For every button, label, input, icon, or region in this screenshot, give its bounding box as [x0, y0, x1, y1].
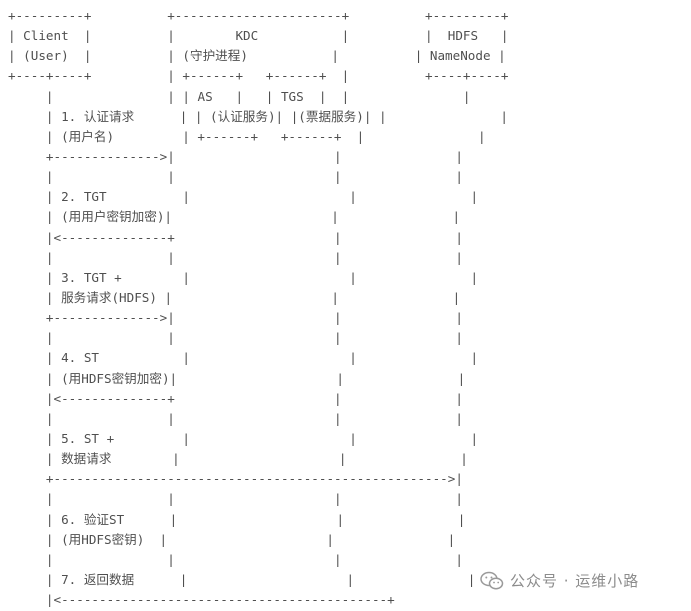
- wechat-icon: [480, 571, 504, 591]
- diagram-line: +-------------->| | |: [8, 310, 463, 326]
- diagram-line: | | | AS | | TGS | | |: [8, 88, 471, 104]
- diagram-line: | 5. ST + | | |: [8, 430, 479, 446]
- diagram-line: | (用HDFS密钥加密)| | |: [8, 370, 466, 386]
- diagram-line: | | | |: [8, 410, 463, 426]
- diagram-line: |<--------------------------------------…: [8, 592, 395, 608]
- diagram-line: | | | |: [8, 169, 463, 185]
- diagram-line: | 1. 认证请求 | | (认证服务)| |(票据服务)| | |: [8, 108, 508, 124]
- diagram-line: | 6. 验证ST | | |: [8, 511, 466, 527]
- diagram-line: | (用HDFS密钥) | | |: [8, 531, 456, 547]
- diagram-line: | | | |: [8, 491, 463, 507]
- diagram-line: | | | |: [8, 249, 463, 265]
- diagram-line: | 服务请求(HDFS) | | |: [8, 289, 461, 305]
- diagram-line: +---------+ +----------------------+ +--…: [8, 8, 509, 23]
- diagram-line: | (User) | | (守护进程) | | NameNode |: [8, 48, 506, 64]
- diagram-line: +-------------->| | |: [8, 148, 463, 164]
- diagram-line: | Client | | KDC | | HDFS |: [8, 28, 509, 44]
- diagram-line: +----+----+ | +------+ +------+ | +----+…: [8, 68, 509, 84]
- diagram-line: | 7. 返回数据 | | |: [8, 571, 476, 587]
- diagram-line: | | | |: [8, 551, 463, 567]
- diagram-line: +---------------------------------------…: [8, 471, 463, 487]
- diagram-line: | | | |: [8, 330, 463, 346]
- diagram-line: |<--------------+ | |: [8, 390, 463, 406]
- watermark: 公众号 · 运维小路: [480, 570, 639, 591]
- diagram-line: | 4. ST | | |: [8, 350, 479, 366]
- watermark-text: 公众号 · 运维小路: [510, 572, 640, 590]
- diagram-line: | 数据请求 | | |: [8, 451, 468, 467]
- diagram-line: |<--------------+ | |: [8, 229, 463, 245]
- diagram-line: | (用户名) | +------+ +------+ | |: [8, 128, 486, 144]
- diagram-line: | (用用户密钥加密)| | |: [8, 209, 461, 225]
- diagram-line: | 3. TGT + | | |: [8, 269, 479, 285]
- diagram-line: | 2. TGT | | |: [8, 189, 479, 205]
- kerberos-ascii-diagram: +---------+ +----------------------+ +--…: [8, 6, 508, 610]
